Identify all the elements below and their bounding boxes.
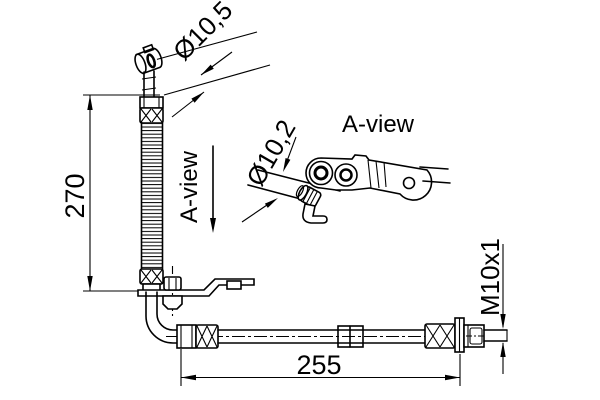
arrowhead-up [87,95,93,110]
dim-m10x1-label: M10x1 [475,238,505,316]
top-banjo-eye [134,43,163,75]
hose-collar [337,325,364,348]
dimension-270: 270 [60,94,160,292]
dimension-dia-10-2: Ø10,2 [240,115,302,223]
arrowhead-m10-down [500,314,506,329]
arrowhead-dia102-upper [283,158,291,172]
arrowhead-m10-up [500,342,506,357]
left-crimp-fitting [176,324,219,349]
dimension-255: 255 [180,349,461,386]
arrowhead-right [445,374,460,381]
arrowhead-left [181,374,196,381]
arrowhead-dia105-upper [201,64,214,75]
detail-view: A-view [240,111,451,224]
view-reference-label: A-view [176,150,203,223]
detail-eye-ring-2 [334,163,358,187]
arrowhead-down [87,276,93,291]
detail-banjo-nut [295,184,328,224]
top-crimp-collar [139,96,164,124]
bottom-crimp-collar [139,268,164,293]
view-reference-arrow: A-view [176,145,216,233]
detail-eye-ring-1 [308,160,334,186]
detail-view-title: A-view [342,111,415,138]
elbow-tube [145,291,182,344]
detail-hook [302,203,328,224]
arrowhead-dia105-lower [191,92,204,103]
right-end-fitting [424,317,508,353]
arrowhead-view-down [210,218,216,233]
bracket-bolt [162,266,183,316]
hose-neck [141,70,157,100]
corrugated-hose [140,121,164,270]
dim-270-label: 270 [60,173,90,218]
horizontal-hose [217,329,426,344]
mounting-bracket [137,278,255,297]
detail-bracket-body [305,154,451,201]
detail-tab-hole [402,176,416,190]
dim-dia105-label: Ø10,5 [167,0,238,66]
arrowhead-dia102-lower [264,198,278,208]
dimension-m10x1: M10x1 [475,238,506,374]
dim-255-label: 255 [296,350,341,380]
dimension-dia-10-5: Ø10,5 [150,0,271,118]
main-view: 270 Ø10,5 [60,0,508,386]
